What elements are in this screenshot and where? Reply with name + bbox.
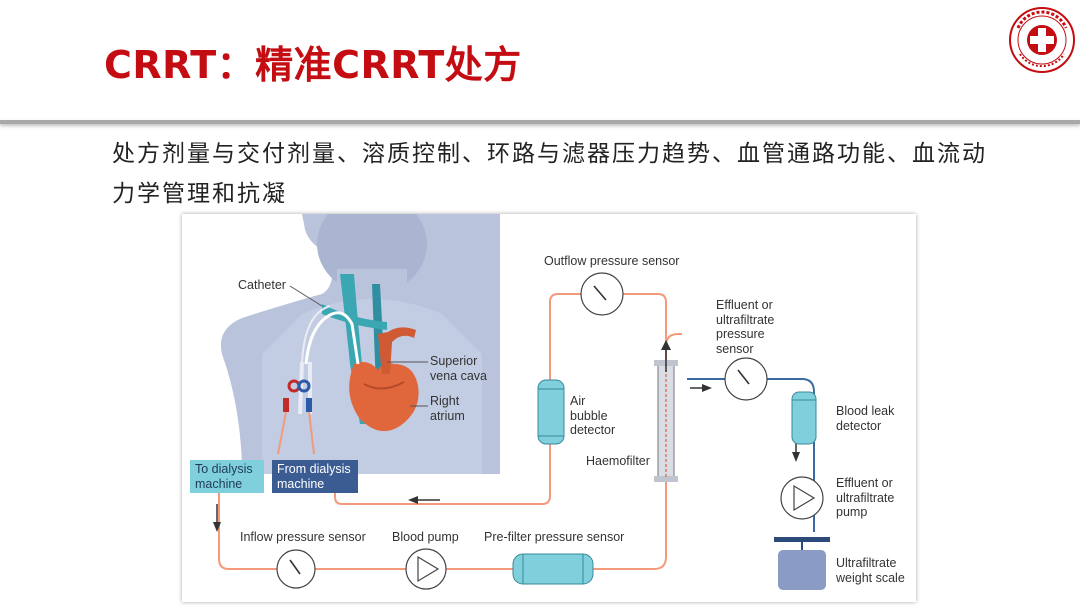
blood-leak-detector-device (791, 391, 817, 445)
slide-subtitle: 处方剂量与交付剂量、溶质控制、环路与滤器压力趋势、血管通路功能、血流动力学管理和… (112, 141, 987, 207)
heart-shape (349, 362, 419, 432)
outflow-pressure-gauge (580, 272, 624, 316)
label-catheter: Catheter (238, 278, 286, 292)
ultrafiltrate-bag (778, 550, 826, 590)
label-inflow-pressure-sensor: Inflow pressure sensor (240, 530, 366, 544)
label-effluent-pressure-sensor: Effluent or ultrafiltrate pressure senso… (716, 298, 775, 356)
arrow-left (408, 496, 418, 504)
label-air-bubble-detector: Air bubble detector (570, 394, 616, 437)
label-blood-pump: Blood pump (392, 530, 459, 544)
label-haemofilter: Haemofilter (586, 454, 650, 468)
scale-platform (774, 537, 830, 542)
effluent-pump-device (780, 476, 824, 520)
label-prefilter-pressure-sensor: Pre-filter pressure sensor (484, 530, 625, 544)
arrow-down-inflow (213, 522, 221, 532)
arrow-up (661, 340, 671, 350)
label-blood-leak-detector: Blood leak detector (836, 404, 895, 433)
catheter-clamp-blue (297, 379, 311, 393)
title-divider (0, 120, 1080, 124)
label-outflow-pressure-sensor: Outflow pressure sensor (544, 254, 680, 268)
arrow-down-effluent (792, 452, 800, 462)
label-ultrafiltrate-weight-scale: Ultrafiltrate weight scale (836, 556, 905, 585)
arrow-right (702, 384, 712, 392)
air-bubble-detector-device (537, 379, 565, 445)
prefilter-pressure-device (512, 553, 594, 585)
blood-circuit-line (218, 333, 682, 570)
crrt-circuit-diagram: Catheter Superior vena cava Right atrium… (182, 214, 916, 602)
circuit-illustration (200, 214, 830, 590)
effluent-line (687, 378, 815, 532)
hospital-logo (1009, 7, 1075, 73)
label-from-dialysis-machine: From dialysis machine (272, 460, 358, 493)
label-to-dialysis-machine: To dialysis machine (190, 460, 264, 493)
label-superior-vena-cava: Superior vena cava (430, 354, 487, 383)
slide-title: CRRT：精准CRRT处方 (104, 43, 522, 87)
label-effluent-pump: Effluent or ultrafiltrate pump (836, 476, 895, 519)
catheter-line (304, 311, 360, 365)
blood-pump-device (405, 548, 447, 590)
label-right-atrium: Right atrium (430, 394, 465, 423)
